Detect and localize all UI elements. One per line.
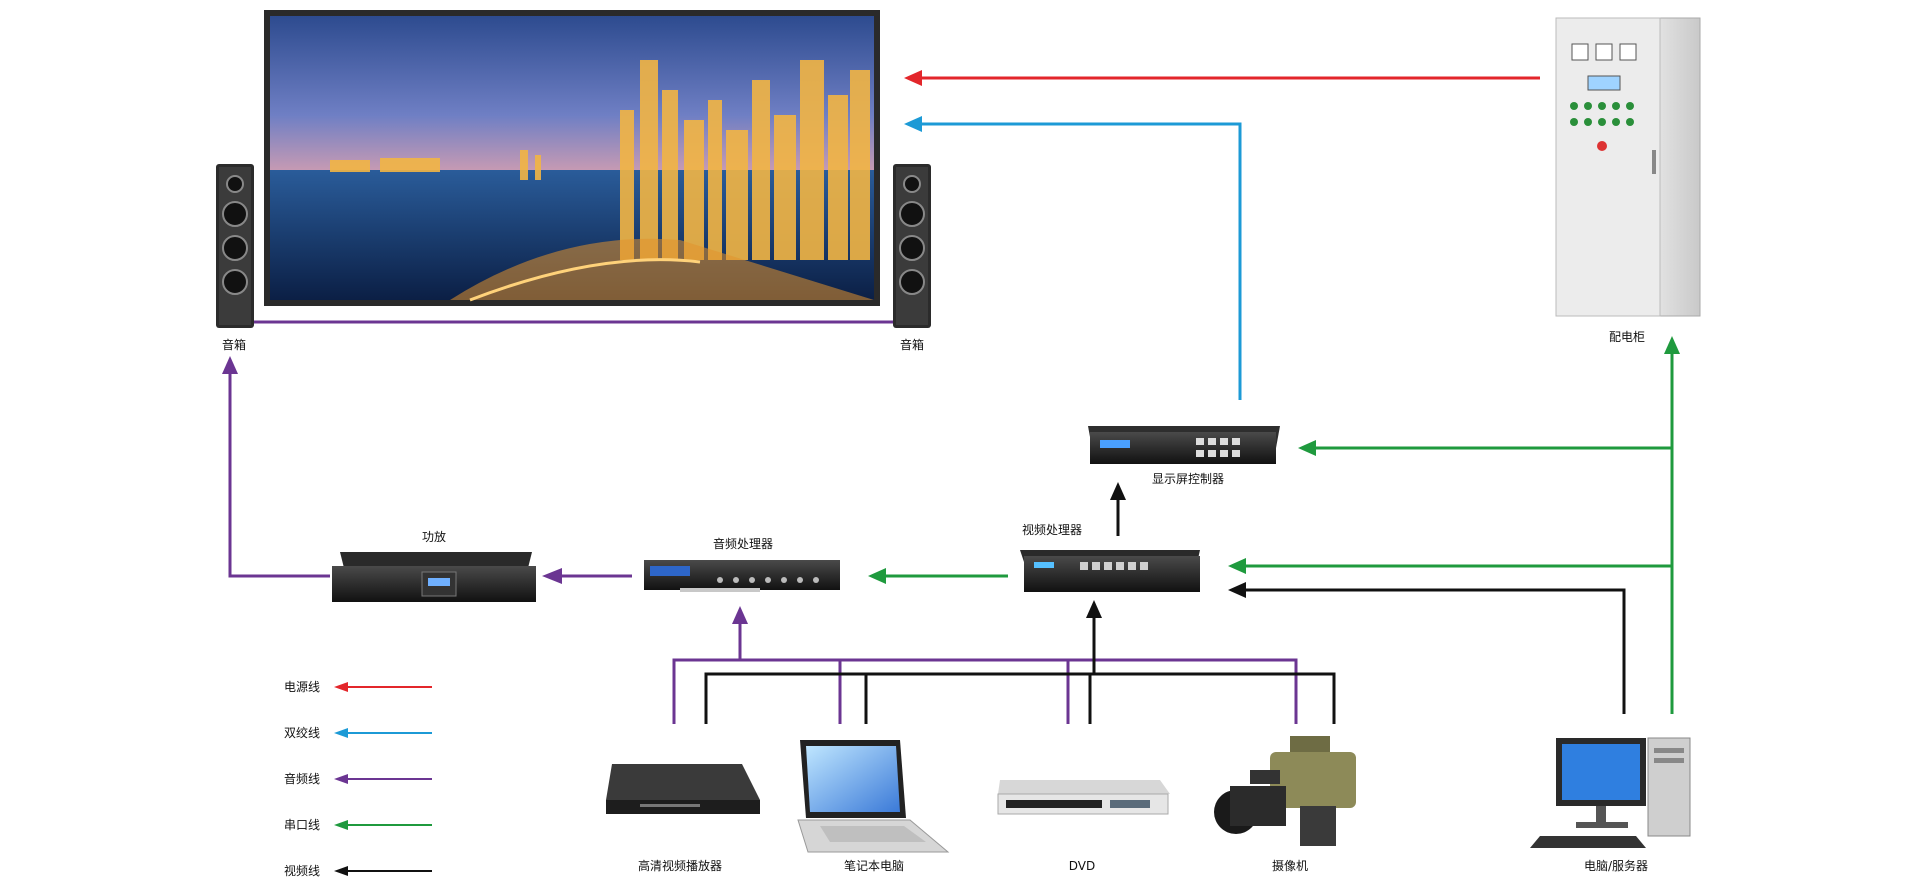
legend-item-video: 视频线 (284, 863, 432, 878)
video-processor-icon (1020, 550, 1200, 592)
dvd-player-icon (997, 780, 1170, 815)
video-lines (704, 482, 1626, 724)
twisted-pair-line (904, 116, 1242, 400)
display-controller-label: 显示屏控制器 (1152, 472, 1224, 486)
power-line (904, 70, 1540, 86)
speaker-right-label: 音箱 (900, 337, 924, 352)
bluray-player-label: 高清视频播放器 (638, 858, 722, 873)
serial-lines (868, 336, 1680, 714)
speaker-right-icon (893, 164, 931, 328)
camera-label: 摄像机 (1272, 858, 1308, 873)
video-processor-label: 视频处理器 (1022, 522, 1082, 537)
bluray-player-icon (606, 764, 760, 814)
speaker-left-label: 音箱 (222, 337, 246, 352)
legend: 电源线 双绞线 音频线 串口线 视频线 (284, 680, 432, 878)
legend-label: 串口线 (284, 818, 320, 832)
camera-icon (1214, 736, 1356, 846)
display-controller-icon (1088, 426, 1280, 464)
legend-item-power: 电源线 (284, 680, 432, 694)
audio-processor-label: 音频处理器 (713, 536, 773, 551)
laptop-icon (797, 740, 950, 853)
amplifier-label: 功放 (422, 529, 446, 544)
dvd-label: DVD (1069, 859, 1095, 873)
connections (222, 70, 1680, 724)
audio-lines (222, 356, 1298, 724)
power-cabinet-label: 配电柜 (1609, 330, 1645, 344)
legend-label: 视频线 (284, 863, 320, 878)
legend-item-twisted-pair: 双绞线 (284, 725, 432, 740)
legend-label: 音频线 (284, 771, 320, 786)
computer-server-label: 电脑/服务器 (1584, 858, 1648, 873)
legend-label: 双绞线 (284, 725, 320, 740)
amplifier-icon (332, 552, 536, 602)
computer-server-icon (1530, 737, 1691, 848)
power-cabinet-icon (1555, 17, 1701, 317)
legend-item-serial: 串口线 (284, 818, 432, 832)
legend-item-audio: 音频线 (284, 771, 432, 786)
led-display (264, 10, 880, 306)
legend-label: 电源线 (284, 680, 320, 694)
audio-processor-icon (644, 560, 840, 592)
speaker-left-icon (216, 164, 254, 328)
laptop-label: 笔记本电脑 (844, 858, 904, 873)
